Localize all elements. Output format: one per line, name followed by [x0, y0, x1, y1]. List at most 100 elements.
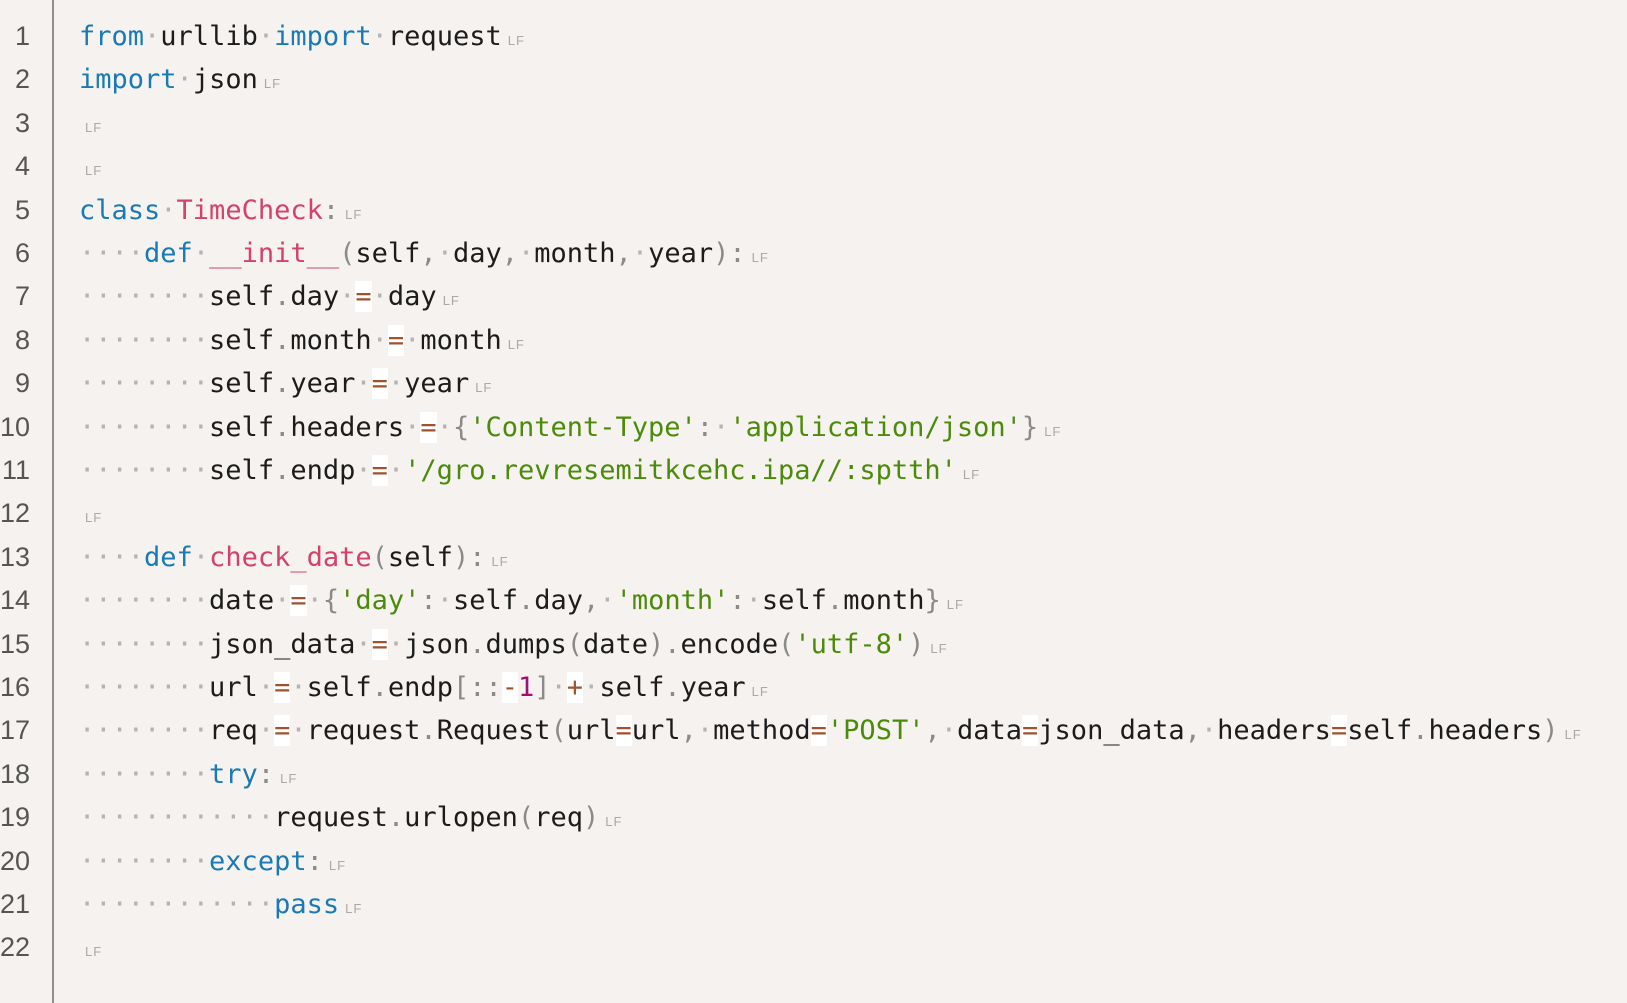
- identifier-token: urllib: [160, 21, 258, 52]
- punctuation-token: :: [729, 585, 746, 617]
- code-line[interactable]: ········date·=·{'day':·self.day,·'month'…: [79, 578, 964, 623]
- line-number: 4: [14, 151, 30, 182]
- identifier-token: encode: [680, 628, 779, 660]
- identifier-token: day: [452, 238, 502, 269]
- code-line[interactable]: ········req·=·request.Request(url=url,·m…: [79, 708, 1582, 753]
- identifier-token: endp: [387, 672, 453, 703]
- code-line[interactable]: class·TimeCheck:LF: [79, 188, 362, 233]
- operator-token: =: [371, 368, 388, 400]
- code-line[interactable]: ············request.urlopen(req)LF: [79, 795, 622, 840]
- end-of-line-marker: LF: [442, 293, 460, 309]
- code-line[interactable]: ········try:LF: [79, 752, 297, 797]
- code-line[interactable]: LF: [79, 925, 102, 970]
- identifier-token: url: [566, 715, 616, 747]
- punctuation-token: [::: [452, 672, 502, 703]
- punctuation-token: ,: [1184, 715, 1201, 747]
- identifier-token: self: [209, 281, 275, 313]
- whitespace-marker: ·: [192, 541, 210, 573]
- punctuation-token: .: [469, 628, 486, 660]
- whitespace-marker: ·: [387, 368, 405, 400]
- whitespace-marker: ·: [436, 411, 453, 443]
- line-number: 12: [0, 498, 31, 529]
- end-of-line-marker: LF: [263, 76, 282, 92]
- whitespace-marker: ·: [745, 585, 762, 617]
- identifier-token: self: [209, 324, 275, 356]
- whitespace-marker: ········: [79, 281, 210, 313]
- whitespace-marker: ········: [79, 411, 210, 443]
- identifier-token: json: [192, 64, 258, 96]
- end-of-line-marker: LF: [1044, 423, 1062, 439]
- code-line[interactable]: LF: [79, 101, 102, 146]
- identifier-token: headers: [1428, 715, 1543, 747]
- line-number: 14: [0, 585, 31, 616]
- keyword-token: try: [209, 758, 258, 790]
- whitespace-marker: ········: [79, 758, 210, 790]
- identifier-token: month: [843, 585, 925, 617]
- identifier-token: year: [680, 672, 746, 703]
- code-line[interactable]: ········except:LF: [79, 839, 346, 884]
- end-of-line-marker: LF: [507, 336, 525, 352]
- whitespace-marker: ·: [274, 585, 291, 617]
- line-number: 18: [0, 758, 31, 789]
- punctuation-token: {: [452, 411, 470, 443]
- operator-token: =: [1022, 715, 1039, 747]
- punctuation-token: (: [778, 628, 795, 660]
- punctuation-token: .: [274, 368, 291, 400]
- code-line[interactable]: ····def·check_date(self):LF: [79, 535, 509, 580]
- line-number: 10: [0, 411, 31, 442]
- identifier-token: endp: [290, 455, 356, 486]
- whitespace-marker: ········: [79, 672, 210, 703]
- identifier-token: json_data: [209, 628, 356, 660]
- code-line[interactable]: ····def·__init__(self,·day,·month,·year)…: [79, 231, 769, 276]
- whitespace-marker: ·: [144, 21, 161, 52]
- punctuation-token: ).: [648, 628, 681, 660]
- end-of-line-marker: LF: [751, 250, 769, 265]
- identifier-token: month: [290, 324, 372, 356]
- keyword-token: def: [144, 238, 193, 269]
- code-line[interactable]: LF: [79, 144, 102, 189]
- punctuation-token: ,: [583, 585, 600, 617]
- identifier-token: year: [404, 368, 470, 400]
- end-of-line-marker: LF: [605, 814, 623, 830]
- end-of-line-marker: LF: [962, 467, 981, 482]
- punctuation-token: (: [566, 628, 583, 660]
- end-of-line-marker: LF: [85, 163, 103, 179]
- code-line[interactable]: ········json_data·=·json.dumps(date).enc…: [79, 622, 948, 667]
- keyword-token: pass: [274, 889, 340, 920]
- punctuation-token: ):: [713, 238, 746, 269]
- line-number: 21: [0, 889, 31, 919]
- identifier-token: year: [648, 238, 714, 269]
- whitespace-marker: ·: [290, 672, 307, 703]
- identifier-token: month: [534, 238, 616, 269]
- punctuation-token: ): [1542, 715, 1559, 747]
- whitespace-marker: ········: [79, 368, 210, 400]
- operator-token: =: [290, 585, 307, 617]
- keyword-token: class: [79, 194, 161, 226]
- keyword-token: import: [79, 64, 177, 96]
- code-line[interactable]: ········self.endp·=·'/gro.revresemitkceh…: [79, 448, 980, 493]
- punctuation-token: ]: [534, 672, 551, 703]
- punctuation-token: (: [339, 238, 356, 269]
- string-token: 'Content-Type': [469, 411, 697, 443]
- code-line[interactable]: ········url·=·self.endp[::-1]·+·self.yea…: [79, 665, 769, 710]
- function-name-token: check_date: [209, 541, 372, 573]
- whitespace-marker: ············: [79, 889, 275, 920]
- identifier-token: urlopen: [404, 802, 518, 834]
- punctuation-token: .: [274, 411, 291, 443]
- punctuation-token: }: [1021, 411, 1039, 443]
- end-of-line-marker: LF: [491, 553, 509, 569]
- code-line[interactable]: LF: [79, 491, 102, 536]
- string-token: 'month': [615, 585, 730, 617]
- whitespace-marker: ·: [583, 672, 600, 703]
- code-line[interactable]: ········self.headers·=·{'Content-Type':·…: [79, 405, 1061, 450]
- whitespace-marker: ·: [1200, 715, 1218, 747]
- line-number: 16: [0, 672, 31, 702]
